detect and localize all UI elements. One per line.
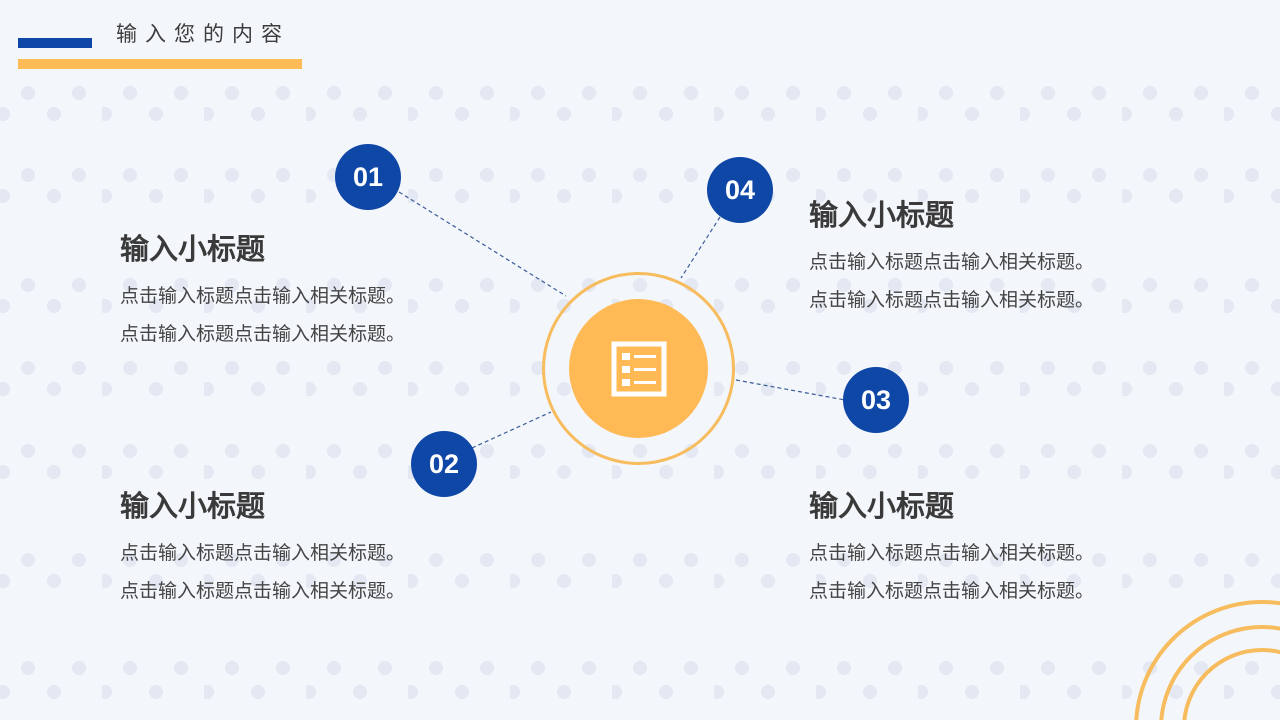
description-line: 点击输入标题点击输入相关标题。 (120, 580, 406, 602)
header-accent-bar-blue (18, 38, 92, 48)
text-block-02: 输入小标题 点击输入标题点击输入相关标题。 点击输入标题点击输入相关标题。 (120, 486, 460, 610)
text-block-04: 输入小标题 点击输入标题点击输入相关标题。 点击输入标题点击输入相关标题。 (809, 195, 1149, 319)
connector-04 (680, 216, 721, 279)
description-line: 点击输入标题点击输入相关标题。 (120, 542, 406, 564)
description-line: 点击输入标题点击输入相关标题。 (120, 285, 406, 307)
number-badge-02: 02 (411, 431, 477, 497)
item-title: 输入小标题 (809, 198, 955, 232)
connector-02 (471, 411, 552, 449)
item-title: 输入小标题 (809, 489, 955, 523)
item-description: 点击输入标题点击输入相关标题。 点击输入标题点击输入相关标题。 (809, 243, 1149, 319)
header-accent-bar-orange (18, 59, 302, 69)
item-description: 点击输入标题点击输入相关标题。 点击输入标题点击输入相关标题。 (120, 534, 460, 610)
center-hub-ring (542, 272, 735, 465)
item-description: 点击输入标题点击输入相关标题。 点击输入标题点击输入相关标题。 (809, 534, 1149, 610)
center-hub (569, 299, 708, 438)
description-line: 点击输入标题点击输入相关标题。 (809, 542, 1095, 564)
item-description: 点击输入标题点击输入相关标题。 点击输入标题点击输入相关标题。 (120, 277, 460, 353)
connector-01 (398, 191, 567, 297)
item-title: 输入小标题 (120, 489, 266, 523)
description-line: 点击输入标题点击输入相关标题。 (809, 289, 1095, 311)
description-line: 点击输入标题点击输入相关标题。 (120, 323, 406, 345)
number-badge-01: 01 (335, 144, 401, 210)
text-block-01: 输入小标题 点击输入标题点击输入相关标题。 点击输入标题点击输入相关标题。 (120, 229, 460, 353)
list-icon (611, 341, 666, 396)
decorative-arcs (1134, 600, 1280, 720)
text-block-03: 输入小标题 点击输入标题点击输入相关标题。 点击输入标题点击输入相关标题。 (809, 486, 1149, 610)
description-line: 点击输入标题点击输入相关标题。 (809, 580, 1095, 602)
connector-03 (735, 379, 846, 401)
item-title: 输入小标题 (120, 232, 266, 266)
description-line: 点击输入标题点击输入相关标题。 (809, 251, 1095, 273)
page-title: 输入您的内容 (116, 22, 290, 46)
number-badge-04: 04 (707, 157, 773, 223)
number-badge-03: 03 (843, 367, 909, 433)
